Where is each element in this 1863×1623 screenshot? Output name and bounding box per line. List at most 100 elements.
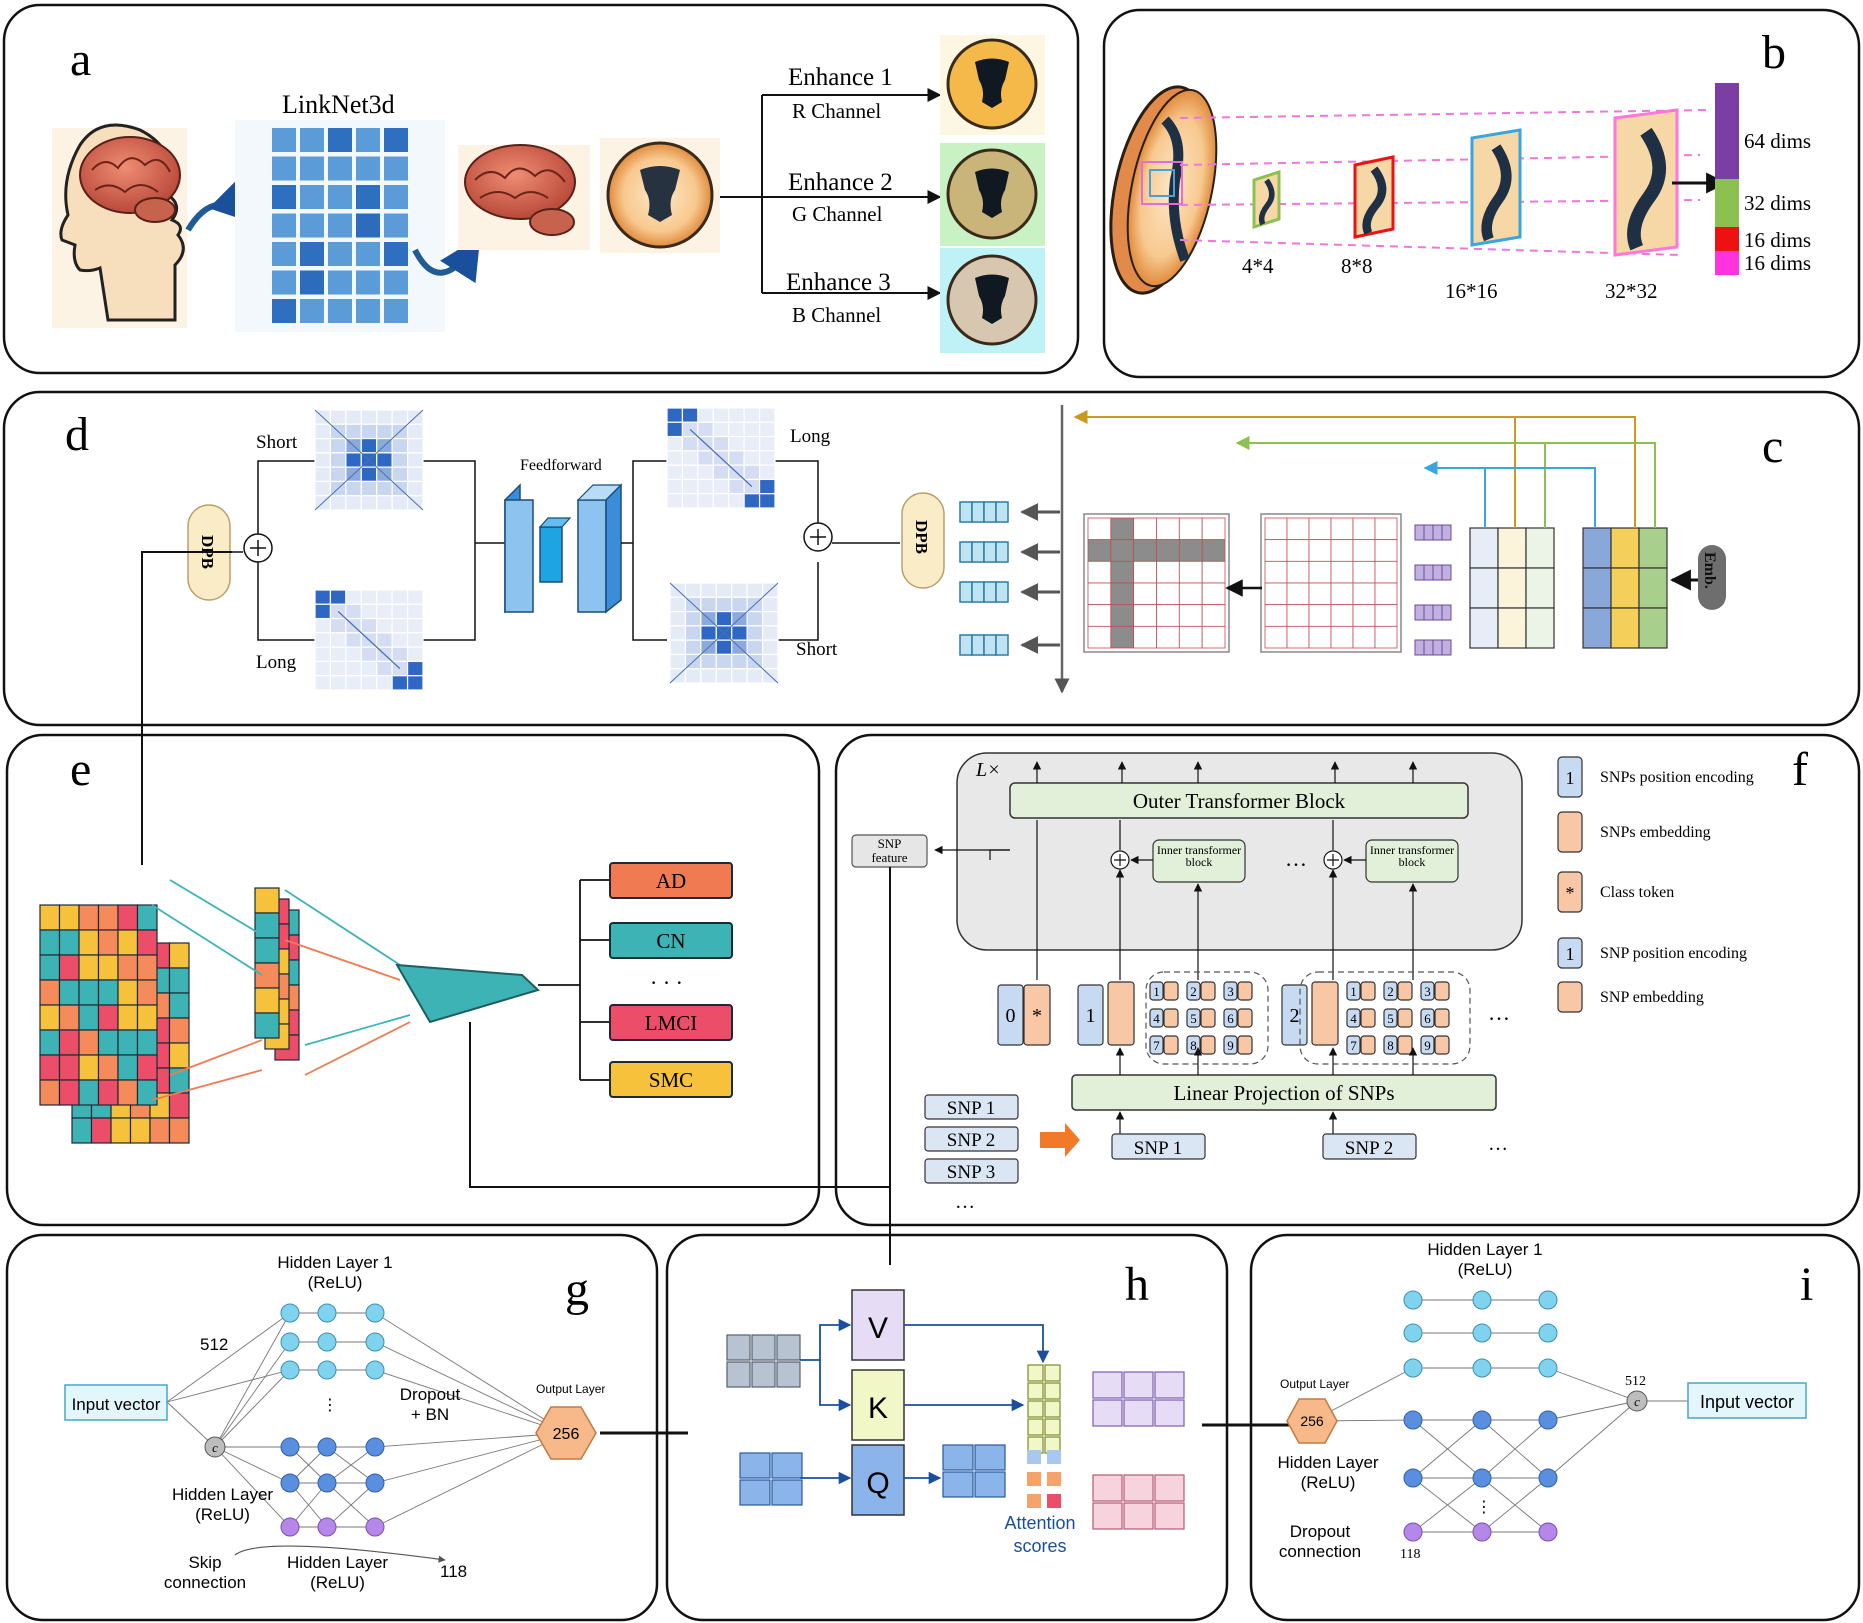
- subpatch-pos-rect: [1346, 1035, 1361, 1055]
- cross-grid-cell: [1133, 582, 1157, 606]
- cross-grid-cell: [1087, 560, 1112, 584]
- attn-cell: [715, 653, 733, 670]
- red-grid-cell: [1330, 539, 1354, 562]
- class-box-rect: [609, 1004, 733, 1041]
- short-label-right: Short: [796, 639, 838, 660]
- i-concat-symbol: c: [1634, 1394, 1640, 1409]
- i-edge: [1547, 1400, 1638, 1421]
- red-grid-cell: [1330, 604, 1354, 627]
- snp-list-rect: [924, 1158, 1019, 1184]
- i-edge: [1412, 1419, 1483, 1479]
- e-to-f-connector: [469, 1022, 890, 1188]
- subpatch-digit: 8: [1190, 1038, 1197, 1053]
- h-out-pink: [1092, 1474, 1185, 1530]
- panel-c: c Emb.: [1054, 405, 1783, 694]
- subpatch-pos-rect: [1383, 981, 1398, 1001]
- attn-cell: [746, 668, 764, 684]
- color-table-cell: [1610, 527, 1640, 569]
- enhance-2-title: Enhance 2: [788, 169, 893, 196]
- dims-label-1: 64 dims: [1744, 129, 1811, 153]
- enhance-1-channel: R Channel: [792, 99, 881, 123]
- patch-frame: [1613, 108, 1679, 257]
- inner-transformer-label-1: Inner transformer block: [1156, 843, 1242, 869]
- attn-cell: [697, 493, 714, 509]
- feature-cell: [78, 1079, 100, 1106]
- attn-cell: [406, 589, 424, 605]
- feature-cell: [254, 987, 280, 1014]
- purple-token-cell: [1441, 564, 1452, 581]
- subpatch-digit: 2: [1190, 984, 1197, 999]
- g-edge: [374, 1312, 567, 1434]
- h-input-blue-cell: [739, 1452, 771, 1479]
- panel-f: f L× Outer Transformer Block Inner trans…: [851, 743, 1808, 1265]
- subpatch-embed: [1434, 1008, 1450, 1028]
- attn-cell: [360, 675, 378, 691]
- attn-diagonal: [337, 610, 401, 670]
- snp-list-label: SNP 1: [947, 1098, 995, 1119]
- classifier-head: [395, 963, 540, 1024]
- g-edge: [326, 1482, 376, 1528]
- attn-cell: [329, 409, 347, 425]
- color-embedding-table: [1582, 527, 1668, 649]
- linknet-cell: [300, 128, 324, 152]
- attn-cell: [681, 493, 699, 509]
- subpatch-pos: [1383, 1035, 1398, 1055]
- attention-scores-label: Attention scores: [1004, 1513, 1076, 1556]
- token-pos-0-label: 0: [1006, 1005, 1016, 1027]
- purple-token-4: [1414, 639, 1452, 656]
- curved-arrow-icon: [412, 236, 481, 284]
- feature-cell: [39, 904, 61, 931]
- attn-cell: [360, 409, 378, 425]
- subpatch-pos: [1346, 981, 1361, 1001]
- feature-cell: [97, 904, 119, 931]
- subpatch-embed-rect: [1237, 1008, 1253, 1028]
- attn-cell: [731, 668, 748, 684]
- attention-score-cell: [1027, 1472, 1041, 1486]
- feature-cell: [254, 1012, 280, 1039]
- linknet-grid: [235, 120, 445, 332]
- attn-cell: [715, 668, 733, 684]
- snp-list-rect: [924, 1126, 1019, 1152]
- attn-cell: [712, 407, 730, 423]
- feature-maps-small: [254, 887, 300, 1061]
- panel-h-frame: [665, 1233, 1229, 1622]
- subpatch-embed: [1360, 981, 1376, 1001]
- token-pos-0-rect: [997, 984, 1024, 1046]
- attn-cell: [376, 675, 393, 691]
- subpatch-embed-rect: [1434, 981, 1450, 1001]
- linknet-cell: [384, 156, 408, 181]
- outer-transformer-block: [1009, 782, 1469, 819]
- subpatch-pos: [1149, 981, 1164, 1001]
- enhanced-slice-b: [940, 248, 1045, 353]
- g-edge: [374, 1341, 567, 1434]
- token-ellipsis: …: [1488, 1000, 1510, 1025]
- subpatch-embed: [1397, 1035, 1413, 1055]
- subpatch-embed: [1200, 1035, 1216, 1055]
- subpatch-pos: [1223, 981, 1238, 1001]
- patch-group-2: [1299, 971, 1471, 1065]
- attn-cell: [700, 653, 717, 670]
- dims-segment-4: [1715, 251, 1739, 275]
- attn-cell: [728, 421, 745, 438]
- attn-cell: [746, 610, 764, 627]
- attn-cell: [697, 421, 714, 438]
- attn-cell: [684, 582, 702, 598]
- subpatch-embed-rect: [1434, 1008, 1450, 1028]
- dpb-right-label: DPB: [912, 520, 931, 554]
- attn-cell: [345, 603, 362, 620]
- panel-a: a LinkNet3d: [52, 33, 1045, 353]
- legend-swatch: [1557, 871, 1583, 913]
- subpatch-digit: 7: [1350, 1038, 1357, 1053]
- feature-cell: [129, 1117, 151, 1144]
- purple-token-cell: [1414, 604, 1425, 621]
- subpatch-pos-rect: [1223, 1008, 1238, 1028]
- subpatch-pos-rect: [1149, 1035, 1164, 1055]
- attn-cell: [712, 435, 730, 452]
- attn-cell: [360, 603, 378, 620]
- subpatch-digit: 3: [1424, 984, 1431, 999]
- red-grid-cell: [1286, 539, 1310, 562]
- feature-cell: [58, 954, 80, 981]
- subpatch-embed-rect: [1360, 1035, 1376, 1055]
- cross-grid-cell: [1087, 604, 1112, 627]
